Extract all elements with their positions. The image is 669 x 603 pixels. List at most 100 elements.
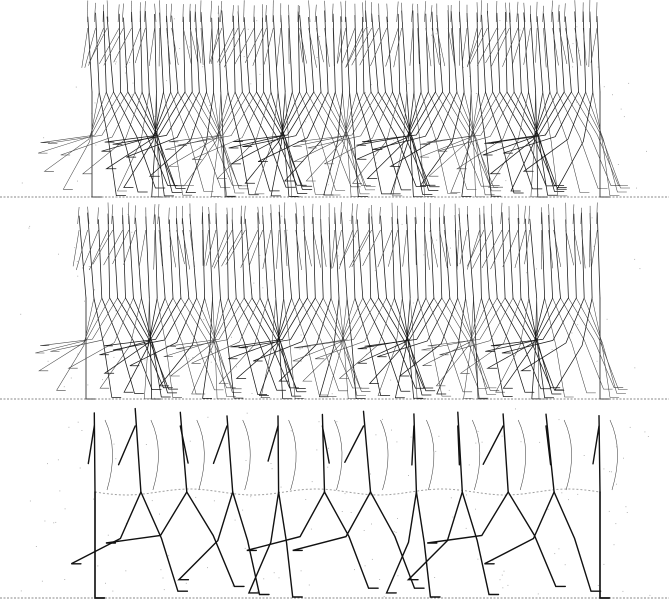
scan-speck (188, 358, 189, 359)
torso-segment (234, 16, 236, 92)
leg-far (39, 298, 102, 371)
torso-segment (271, 213, 276, 298)
torso-segment (227, 416, 233, 492)
torso-segment (398, 14, 400, 92)
scan-speck (192, 357, 193, 358)
swing-arc (197, 420, 205, 490)
arm-segment (462, 28, 467, 62)
scan-speck (80, 468, 81, 469)
leg-far (118, 92, 150, 191)
scan-speck (466, 494, 467, 495)
scan-speck (476, 93, 477, 94)
scan-speck (245, 548, 246, 549)
scan-speck (547, 129, 548, 130)
leg-far (568, 298, 623, 388)
scan-speck (478, 431, 479, 432)
scan-speck (336, 421, 337, 422)
scan-speck (93, 499, 94, 500)
torso-segment (159, 217, 165, 298)
torso-segment (467, 13, 471, 92)
arm-segment (437, 28, 445, 66)
torso-segment (355, 15, 357, 92)
scan-speck (108, 535, 109, 536)
arm-segment (89, 230, 108, 270)
torso-segment (298, 12, 299, 92)
torso-segment (313, 217, 315, 298)
torso-segment (575, 12, 579, 92)
arm-segment (204, 230, 209, 267)
scan-speck (209, 105, 210, 106)
torso-segment (530, 14, 535, 92)
scan-speck (316, 449, 317, 450)
scan-speck (129, 62, 130, 63)
scan-speck (584, 455, 585, 456)
arm-segment (88, 426, 94, 464)
swing-arc (335, 420, 343, 490)
scan-speck (128, 214, 129, 215)
scan-speck (145, 359, 146, 360)
arm-segment (394, 28, 402, 67)
scan-speck (625, 506, 626, 507)
leg-far (179, 492, 233, 580)
neck-segment (551, 1, 552, 23)
arm-segment (99, 28, 119, 64)
scan-speck (364, 530, 365, 531)
torso-segment (190, 11, 192, 92)
leg-near (555, 298, 592, 390)
arm-segment (535, 28, 537, 63)
scan-speck (431, 35, 432, 36)
scan-speck (449, 390, 450, 391)
scan-speck (36, 546, 37, 547)
scan-speck (115, 310, 116, 311)
leg-far (292, 298, 329, 395)
scan-speck (365, 92, 366, 93)
scan-speck (21, 590, 22, 591)
torso-segment (544, 14, 550, 92)
torso-segment (364, 411, 371, 492)
scan-speck (502, 436, 503, 437)
scan-speck (154, 116, 155, 117)
torso-segment (296, 214, 300, 298)
scan-speck (499, 20, 500, 21)
torso-segment (177, 219, 181, 299)
arm-segment (139, 230, 146, 267)
torso-segment (518, 218, 521, 298)
scan-speck (521, 441, 522, 442)
scan-speck (526, 272, 527, 273)
scan-speck (242, 510, 243, 511)
scan-speck (219, 332, 220, 333)
leg-far (63, 92, 99, 189)
scan-speck (203, 319, 204, 320)
scan-speck (30, 501, 31, 502)
scan-speck (598, 585, 599, 586)
scan-speck (68, 427, 69, 428)
scan-speck (571, 333, 572, 334)
scan-speck (615, 523, 616, 524)
arm-segment (340, 230, 358, 265)
torso-segment (424, 217, 426, 298)
scan-speck (189, 47, 190, 48)
torso-segment (309, 17, 314, 92)
scan-speck (565, 564, 566, 565)
torso-segment (155, 14, 157, 92)
torso-segment (346, 17, 350, 92)
scan-speck (287, 230, 288, 231)
leg-near (95, 492, 105, 598)
scan-speck (84, 301, 85, 302)
torso-segment (518, 14, 521, 92)
neck-segment (170, 4, 171, 22)
leg-far (584, 298, 626, 393)
arm-segment (73, 230, 79, 266)
scan-speck (42, 581, 43, 582)
torso-segment (530, 219, 537, 298)
scan-speck (115, 458, 116, 459)
scan-speck (623, 458, 624, 459)
scan-speck (131, 232, 132, 233)
scan-speck (372, 559, 373, 560)
scan-speck (354, 569, 355, 570)
torso-segment (244, 18, 249, 93)
leg-far (71, 492, 141, 564)
arm-segment (309, 28, 317, 68)
leg-far (187, 492, 244, 586)
torso-segment (430, 218, 434, 298)
